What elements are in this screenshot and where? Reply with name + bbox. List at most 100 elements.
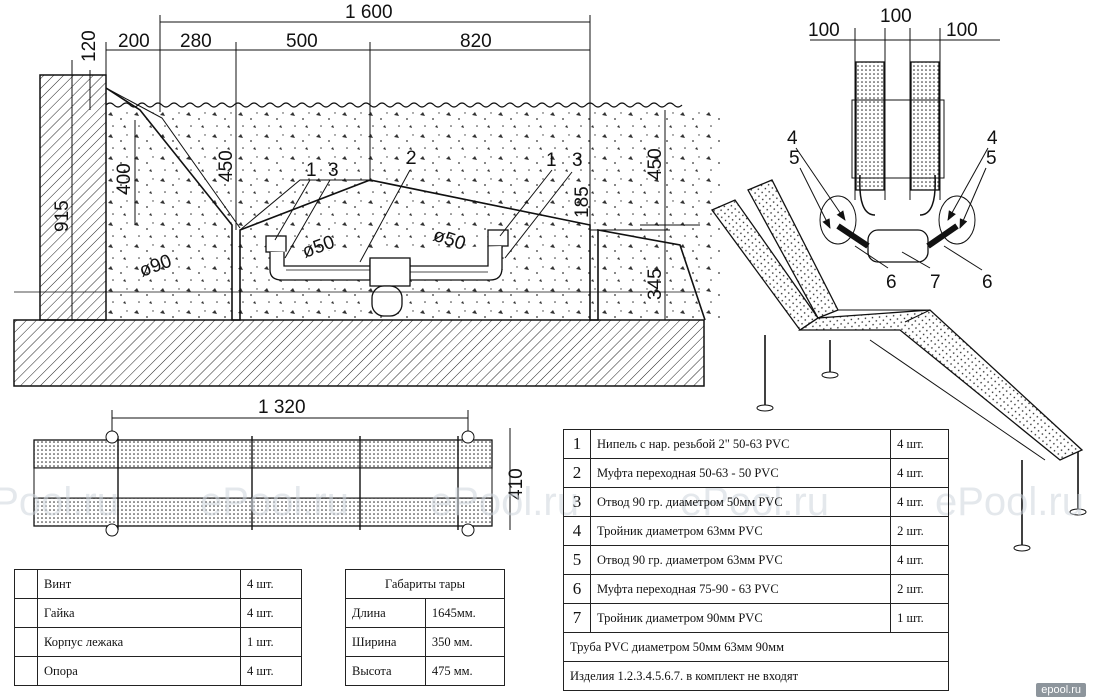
packaging-name: Высота: [345, 656, 426, 686]
hardware-qty: 1 шт.: [240, 627, 302, 657]
pipe-elbow-5: [938, 195, 976, 245]
part-number: 5: [563, 545, 591, 575]
support-foot: [105, 523, 119, 537]
pool-wall: [39, 74, 107, 321]
part-qty: 4 шт.: [890, 458, 949, 488]
dim-100-left: 100: [808, 20, 840, 41]
pipe-elbow-5: [819, 195, 857, 245]
section-view: 1 600 200 280 500 820 120 915 400 450 45…: [13, 2, 720, 387]
part-name: Отвод 90 гр. диаметром 50мм PVC: [589, 487, 892, 517]
part-qty: 4 шт.: [890, 545, 949, 575]
callout-1-right: 1: [546, 150, 557, 171]
callout-4-left: 4: [787, 128, 798, 149]
svg-text:ePool.ru: ePool.ru: [430, 480, 579, 524]
dim-915: 915: [52, 200, 73, 232]
parts-note-kit: Изделия 1.2.3.4.5.6.7. в комплект не вхо…: [563, 661, 949, 691]
part-name: Муфта переходная 75-90 - 63 PVC: [589, 574, 892, 604]
callout-4-right: 4: [987, 128, 998, 149]
callout-1-left: 1: [306, 160, 317, 181]
hardware-name: Винт: [37, 569, 241, 599]
packaging-title: Габариты тары: [345, 569, 505, 599]
part-name: Тройник диаметром 90мм PVC: [589, 603, 892, 633]
end-view: 100 100 100 4 5 4 5 6 7 6: [787, 6, 1000, 293]
water-line: [105, 102, 683, 108]
part-qty: 2 шт.: [890, 516, 949, 546]
parts-note-row: Труба PVC диаметром 50мм 63мм 90мм: [563, 632, 949, 662]
part-number: 2: [563, 458, 591, 488]
dim-450-right: 450: [645, 148, 666, 180]
top-panel-upper: [33, 439, 493, 469]
dim-450-left: 450: [216, 150, 237, 182]
parts-note-row: Изделия 1.2.3.4.5.6.7. в комплект не вхо…: [563, 661, 949, 691]
concrete-fill: [106, 110, 720, 320]
dim-120: 120: [79, 30, 100, 62]
hardware-index-cell: [14, 598, 38, 628]
parts-note-pipe: Труба PVC диаметром 50мм 63мм 90мм: [563, 632, 949, 662]
part-name: Отвод 90 гр. диаметром 63мм PVC: [589, 545, 892, 575]
hardware-name: Гайка: [37, 598, 241, 628]
callout-2: 2: [406, 148, 417, 169]
hardware-qty: 4 шт.: [240, 598, 302, 628]
packaging-name: Ширина: [345, 627, 426, 657]
part-number: 3: [563, 487, 591, 517]
part-number: 7: [563, 603, 591, 633]
callout-7: 7: [930, 272, 941, 293]
isometric-view: [710, 179, 1087, 552]
part-number: 6: [563, 574, 591, 604]
packaging-value: 1645мм.: [424, 598, 506, 628]
callout-5-right: 5: [986, 148, 997, 169]
dim-1320: 1 320: [258, 397, 306, 418]
hardware-qty: 4 шт.: [240, 656, 302, 686]
part-number: 4: [563, 516, 591, 546]
top-panel-lower: [33, 497, 493, 527]
part-qty: 1 шт.: [890, 603, 949, 633]
pool-floor: [13, 319, 705, 387]
brand-logo: epool.ru: [1036, 683, 1086, 697]
dim-total-length: 1 600: [345, 2, 393, 23]
svg-text:ePool.ru: ePool.ru: [0, 480, 119, 524]
support-foot: [105, 430, 119, 444]
dim-100-right: 100: [946, 20, 978, 41]
hardware-name: Корпус лежака: [37, 627, 241, 657]
support-foot: [461, 430, 475, 444]
callout-3-left: 3: [328, 160, 339, 181]
hardware-name: Опора: [37, 656, 241, 686]
packaging-name: Длина: [345, 598, 426, 628]
callout-3-right: 3: [572, 150, 583, 171]
part-qty: 2 шт.: [890, 574, 949, 604]
dim-500: 500: [286, 31, 318, 52]
hardware-qty: 4 шт.: [240, 569, 302, 599]
hardware-index-cell: [14, 569, 38, 599]
support-foot: [461, 523, 475, 537]
dim-185: 185: [572, 186, 593, 218]
part-name: Муфта переходная 50-63 - 50 PVC: [589, 458, 892, 488]
callout-6-left: 6: [886, 272, 897, 293]
part-qty: 4 шт.: [890, 487, 949, 517]
packaging-value: 350 мм.: [424, 627, 506, 657]
top-view: 1 320 410: [33, 397, 527, 537]
dim-345: 345: [645, 268, 666, 300]
svg-text:ePool.ru: ePool.ru: [200, 480, 349, 524]
callout-6-right: 6: [982, 272, 993, 293]
part-number: 1: [563, 429, 591, 459]
svg-text:ePool.ru: ePool.ru: [935, 480, 1084, 524]
dim-200: 200: [118, 31, 150, 52]
part-name: Тройник диаметром 63мм PVC: [589, 516, 892, 546]
dim-410: 410: [506, 468, 527, 500]
